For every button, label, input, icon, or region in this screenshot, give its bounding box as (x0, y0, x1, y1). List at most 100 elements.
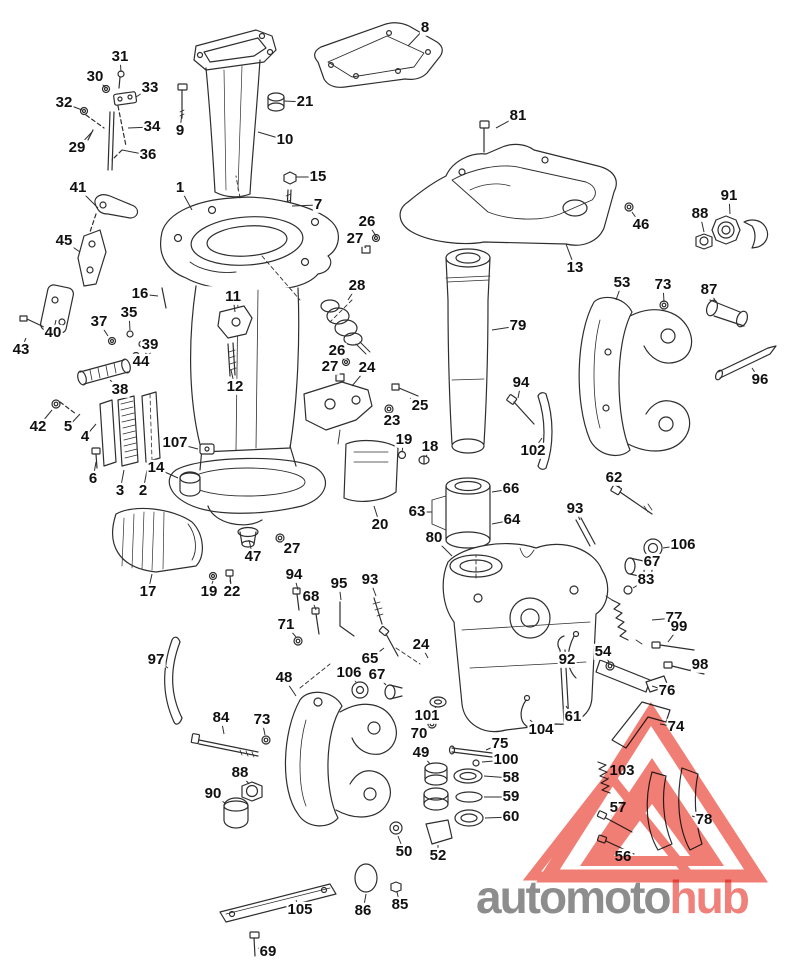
part-label-21: 21 (295, 92, 315, 110)
part-label-71: 71 (276, 615, 296, 633)
part-label-22: 22 (222, 582, 242, 600)
part-label-62: 62 (604, 468, 624, 486)
part-label-19: 19 (199, 582, 219, 600)
part-label-45: 45 (54, 231, 74, 249)
skeg-bracket-17 (112, 507, 203, 573)
part-label-19: 19 (394, 430, 414, 448)
part-label-94: 94 (284, 565, 304, 583)
part-label-81: 81 (508, 106, 528, 124)
part-label-102: 102 (519, 441, 547, 459)
part-label-18: 18 (420, 437, 440, 455)
part-label-78: 78 (694, 810, 714, 828)
part-label-12: 12 (225, 377, 245, 395)
part-label-48: 48 (274, 668, 294, 686)
part-label-85: 85 (390, 895, 410, 913)
part-label-57: 57 (608, 798, 628, 816)
bolt-98 (663, 661, 705, 675)
part-label-88: 88 (230, 763, 250, 781)
watermark-wordmark: automotohub (476, 871, 750, 923)
swivel-bracket-53 (578, 296, 693, 457)
bolt-99 (651, 641, 695, 651)
part-label-27: 27 (320, 357, 340, 375)
part-label-4: 4 (79, 427, 91, 445)
part-label-34: 34 (142, 117, 162, 135)
part-label-59: 59 (501, 787, 521, 805)
part-label-54: 54 (593, 642, 613, 660)
part-label-15: 15 (308, 167, 328, 185)
part-label-46: 46 (631, 215, 651, 233)
gasket-8 (314, 22, 443, 88)
exhaust-tube-10 (193, 29, 277, 198)
part-label-43: 43 (11, 340, 31, 358)
part-label-91: 91 (719, 186, 739, 204)
clamp-hardware-cluster (79, 70, 138, 171)
part-label-44: 44 (131, 352, 151, 370)
part-label-67: 67 (367, 665, 387, 683)
part-label-69: 69 (258, 942, 278, 960)
part-label-26: 26 (327, 341, 347, 359)
part-label-16: 16 (130, 284, 150, 302)
part-label-53: 53 (612, 273, 632, 291)
part-label-83: 83 (636, 570, 656, 588)
part-label-31: 31 (110, 47, 130, 65)
part-label-28: 28 (347, 276, 367, 294)
part-label-42: 42 (28, 417, 48, 435)
part-label-5: 5 (62, 417, 74, 435)
cap-21 (267, 92, 285, 112)
part-label-73: 73 (252, 710, 272, 728)
washer-54 (605, 661, 615, 671)
part-label-104: 104 (527, 720, 555, 738)
bracket-24-plate-20 (303, 381, 430, 502)
part-label-79: 79 (508, 316, 528, 334)
guide-lines (235, 175, 477, 689)
upper-mount-13 (399, 120, 634, 246)
part-label-94: 94 (511, 373, 531, 391)
part-label-100: 100 (492, 750, 520, 768)
driveshaft-tube-79 (445, 248, 491, 454)
pin-93 (575, 517, 596, 547)
part-label-3: 3 (114, 481, 126, 499)
part-label-13: 13 (565, 258, 585, 276)
part-label-52: 52 (428, 846, 448, 864)
bolt-62 (610, 484, 653, 515)
part-label-75: 75 (490, 734, 510, 752)
bolt-84-washer-73 (190, 733, 271, 758)
part-label-66: 66 (501, 479, 521, 497)
part-label-49: 49 (411, 743, 431, 761)
part-label-65: 65 (360, 649, 380, 667)
part-label-99: 99 (669, 617, 689, 635)
part-label-98: 98 (690, 655, 710, 673)
part-label-20: 20 (370, 515, 390, 533)
bolt-94 (506, 394, 535, 425)
part-label-73: 73 (653, 275, 673, 293)
part-label-68: 68 (301, 587, 321, 605)
part-label-50: 50 (394, 842, 414, 860)
part-label-107: 107 (161, 433, 189, 451)
center-fasteners (292, 587, 403, 700)
part-label-93: 93 (360, 570, 380, 588)
spring-77 (605, 595, 643, 645)
swivel-bracket-48 (284, 691, 397, 827)
midsection-body (161, 285, 326, 526)
bracket-11-stud-12 (217, 305, 253, 377)
knob-14-plug-47 (179, 471, 285, 548)
part-label-60: 60 (501, 807, 521, 825)
part-label-64: 64 (502, 510, 522, 528)
part-label-17: 17 (138, 582, 158, 600)
part-label-40: 40 (43, 323, 63, 341)
part-label-27: 27 (282, 539, 302, 557)
part-label-35: 35 (119, 303, 139, 321)
mount-plates-2-3-4 (91, 391, 161, 469)
sleeve-63-64-66 (431, 477, 491, 549)
part-label-8: 8 (419, 18, 431, 36)
part-label-10: 10 (275, 130, 295, 148)
midsection-flange-1 (160, 196, 339, 291)
part-label-80: 80 (424, 528, 444, 546)
part-label-38: 38 (110, 380, 130, 398)
part-label-93: 93 (565, 499, 585, 517)
watermark-brand-accent: hub (669, 871, 750, 923)
part-label-106: 106 (335, 663, 363, 681)
part-label-36: 36 (138, 145, 158, 163)
